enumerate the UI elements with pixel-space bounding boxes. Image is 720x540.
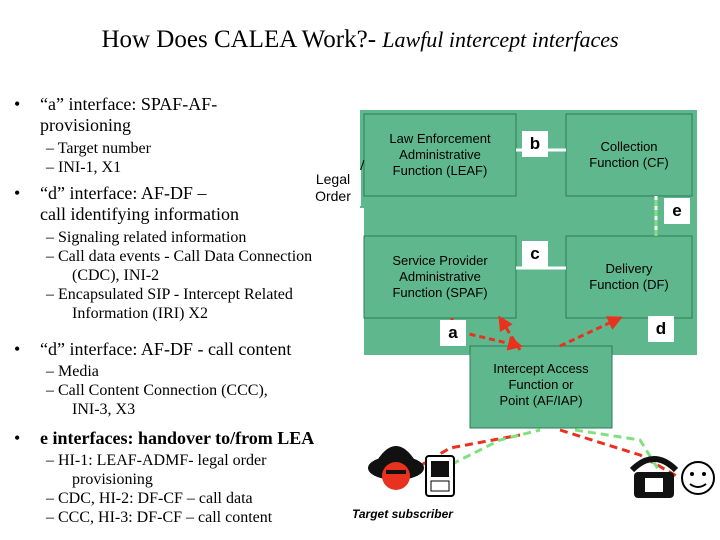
leaf-line-2: Administrative — [399, 147, 481, 162]
bullet-dot-4: • — [14, 428, 21, 448]
panel-cutout — [350, 208, 364, 408]
sub-item-target-number: Target number — [57, 140, 151, 157]
network-left-green — [439, 428, 541, 472]
bullet-2-line-1: “d” interface: AF-DF – — [40, 183, 207, 203]
cf-line-2: Function (CF) — [589, 155, 669, 170]
sub-item-call-data-events: Call data events - Call Data Connection — [58, 248, 313, 265]
sub-item-hi1: HI-1: LEAF-ADMF- legal order — [58, 452, 267, 469]
label-c: c — [522, 241, 548, 267]
iap-line-3: Point (AF/IAP) — [499, 393, 583, 408]
sub-item-hi2: CDC, HI-2: DF-CF – call data — [58, 490, 253, 507]
leaf-line-1: Law Enforcement — [389, 131, 491, 146]
bullet-2-line-2: call identifying information — [40, 204, 239, 224]
hacker-icon — [368, 446, 424, 490]
sub-item-iri: Information (IRI) X2 — [72, 305, 208, 322]
cf-line-1: Collection — [600, 139, 658, 154]
target-subscriber-label: Target subscriber — [352, 507, 453, 521]
legal-order-line-1: Legal — [315, 171, 351, 187]
label-d: d — [648, 316, 674, 342]
legal-order-line-2: Order — [315, 188, 351, 204]
sub-item-provisioning: provisioning — [72, 471, 153, 488]
sub-item-ini1: INI-1, X1 — [58, 159, 122, 176]
cf-box — [565, 113, 693, 197]
bullet-dot-2: • — [14, 183, 21, 203]
network-right-green — [574, 428, 662, 473]
df-line-2: Function (DF) — [589, 277, 669, 292]
bullet-1: “a” interface: SPAF-AF- provisioning — [40, 94, 290, 136]
bullet-4: e interfaces: handover to/from LEA — [40, 428, 315, 448]
iap-box — [469, 345, 613, 429]
df-line-1: Delivery — [605, 261, 653, 276]
title-subtitle: Lawful intercept interfaces — [382, 27, 619, 52]
bullet-4-sub: – HI-1: LEAF-ADMF- legal order provision… — [46, 451, 346, 527]
sub-item-media: Media — [58, 363, 99, 380]
sub-item-signaling: Signaling related information — [58, 229, 247, 246]
spaf-line-2: Administrative — [399, 269, 481, 284]
label-e: e — [664, 198, 690, 224]
title-main: How Does CALEA Work?- — [101, 26, 383, 53]
bullet-2-sub: – Signaling related information – Call d… — [46, 228, 366, 323]
sub-item-cdc: (CDC), INI-2 — [72, 267, 160, 284]
df-box — [565, 235, 693, 319]
sub-item-hi3: CCC, HI-3: DF-CF – call content — [58, 509, 273, 526]
bullet-1-line-1: “a” interface: SPAF-AF- — [40, 94, 218, 114]
sub-item-ini3: INI-3, X3 — [72, 401, 136, 418]
sub-item-encapsulated-sip: Encapsulated SIP - Intercept Related — [58, 286, 293, 303]
sub-item-ccc: Call Content Connection (CCC), — [58, 382, 268, 399]
iap-to-spaf-arrow — [498, 315, 522, 351]
bullet-dot-3: • — [14, 339, 21, 359]
leaf-box — [363, 113, 517, 197]
phone-icon — [629, 456, 679, 498]
bullet-1-line-2: provisioning — [40, 115, 132, 135]
iap-to-df-arrow — [559, 316, 623, 348]
pda-icon — [425, 455, 455, 497]
bullet-3-sub: – Media – Call Content Connection (CCC),… — [46, 362, 336, 419]
iap-line-2: Function or — [508, 377, 574, 392]
face-icon — [681, 461, 715, 495]
iap-line-1: Intercept Access — [493, 361, 589, 376]
leaf-line-3: Function (LEAF) — [392, 163, 488, 178]
spaf-box — [363, 235, 517, 319]
bullet-dot-1: • — [14, 94, 21, 114]
bullet-3: “d” interface: AF-DF - call content — [40, 339, 292, 359]
spaf-line-1: Service Provider — [392, 253, 488, 268]
bullet-1-sub: – Target number – INI-1, X1 — [46, 140, 151, 176]
spaf-line-3: Function (SPAF) — [392, 285, 488, 300]
label-b: b — [522, 131, 548, 157]
slide-title: How Does CALEA Work?- Lawful intercept i… — [0, 26, 720, 54]
network-right-red — [559, 428, 681, 480]
label-a: a — [440, 320, 466, 346]
bullet-2: “d” interface: AF-DF – call identifying … — [40, 183, 310, 225]
